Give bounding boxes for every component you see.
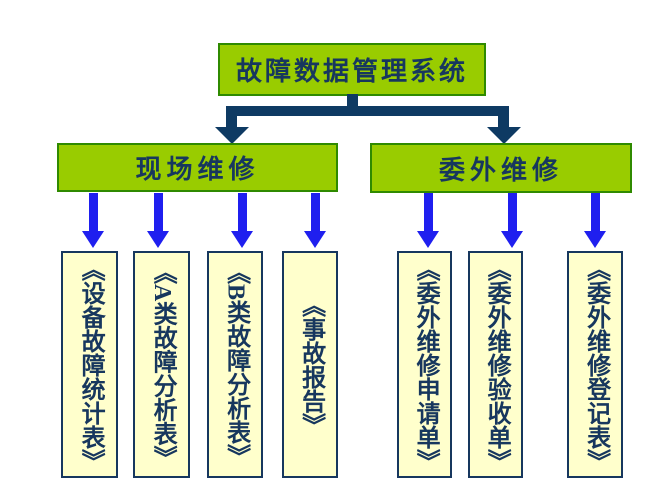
leaf-label: 《设备故障统计表》	[77, 256, 104, 473]
arrow-leaf-4-shaft	[311, 193, 320, 232]
branch-onsite-label: 现场维修	[135, 155, 260, 184]
arrow-leaf-6-head-icon	[501, 231, 523, 248]
branch-outsourced-label: 委外维修	[438, 155, 563, 185]
arrow-leaf-7-shaft	[591, 193, 600, 232]
leaf-label: 《委外维修登记表》	[582, 256, 609, 473]
connector-drop-outsourced	[498, 106, 509, 128]
arrow-leaf-1-head-icon	[82, 231, 104, 248]
connector-root-stub	[347, 94, 358, 108]
arrow-leaf-2-shaft	[154, 193, 163, 232]
arrow-leaf-6-shaft	[508, 193, 517, 232]
root-node-label: 故障数据管理系统	[235, 57, 468, 86]
leaf-label: 《A类故障分析表》	[149, 259, 176, 470]
arrow-leaf-2-head-icon	[147, 231, 169, 248]
leaf-outsourced-repair-registration: 《委外维修登记表》	[567, 251, 623, 478]
leaf-label: 《事故报告》	[297, 292, 324, 437]
root-node: 故障数据管理系统	[218, 43, 486, 96]
leaf-class-b-fault-analysis: 《B类故障分析表》	[207, 251, 263, 478]
arrowhead-onsite-icon	[215, 127, 249, 144]
leaf-outsourced-repair-application: 《委外维修申请单》	[397, 251, 452, 478]
arrow-leaf-1-shaft	[89, 193, 98, 232]
leaf-accident-report: 《事故报告》	[282, 251, 338, 478]
arrow-leaf-3-head-icon	[231, 231, 253, 248]
leaf-label: 《委外维修验收单》	[483, 256, 510, 473]
connector-crossbar	[226, 106, 509, 116]
leaf-outsourced-repair-acceptance: 《委外维修验收单》	[468, 251, 523, 478]
connector-drop-onsite	[226, 106, 237, 128]
arrow-leaf-5-shaft	[424, 193, 433, 232]
arrow-leaf-7-head-icon	[584, 231, 606, 248]
branch-node-outsourced-repair: 委外维修	[370, 143, 632, 193]
arrow-leaf-3-shaft	[238, 193, 247, 232]
branch-node-onsite-repair: 现场维修	[57, 143, 338, 192]
leaf-label: 《B类故障分析表》	[222, 260, 249, 469]
leaf-equipment-fault-statistics: 《设备故障统计表》	[61, 251, 118, 478]
arrowhead-outsourced-icon	[487, 127, 521, 144]
leaf-label: 《委外维修申请单》	[412, 256, 439, 473]
leaf-class-a-fault-analysis: 《A类故障分析表》	[133, 251, 190, 478]
arrow-leaf-5-head-icon	[417, 231, 439, 248]
arrow-leaf-4-head-icon	[304, 231, 326, 248]
